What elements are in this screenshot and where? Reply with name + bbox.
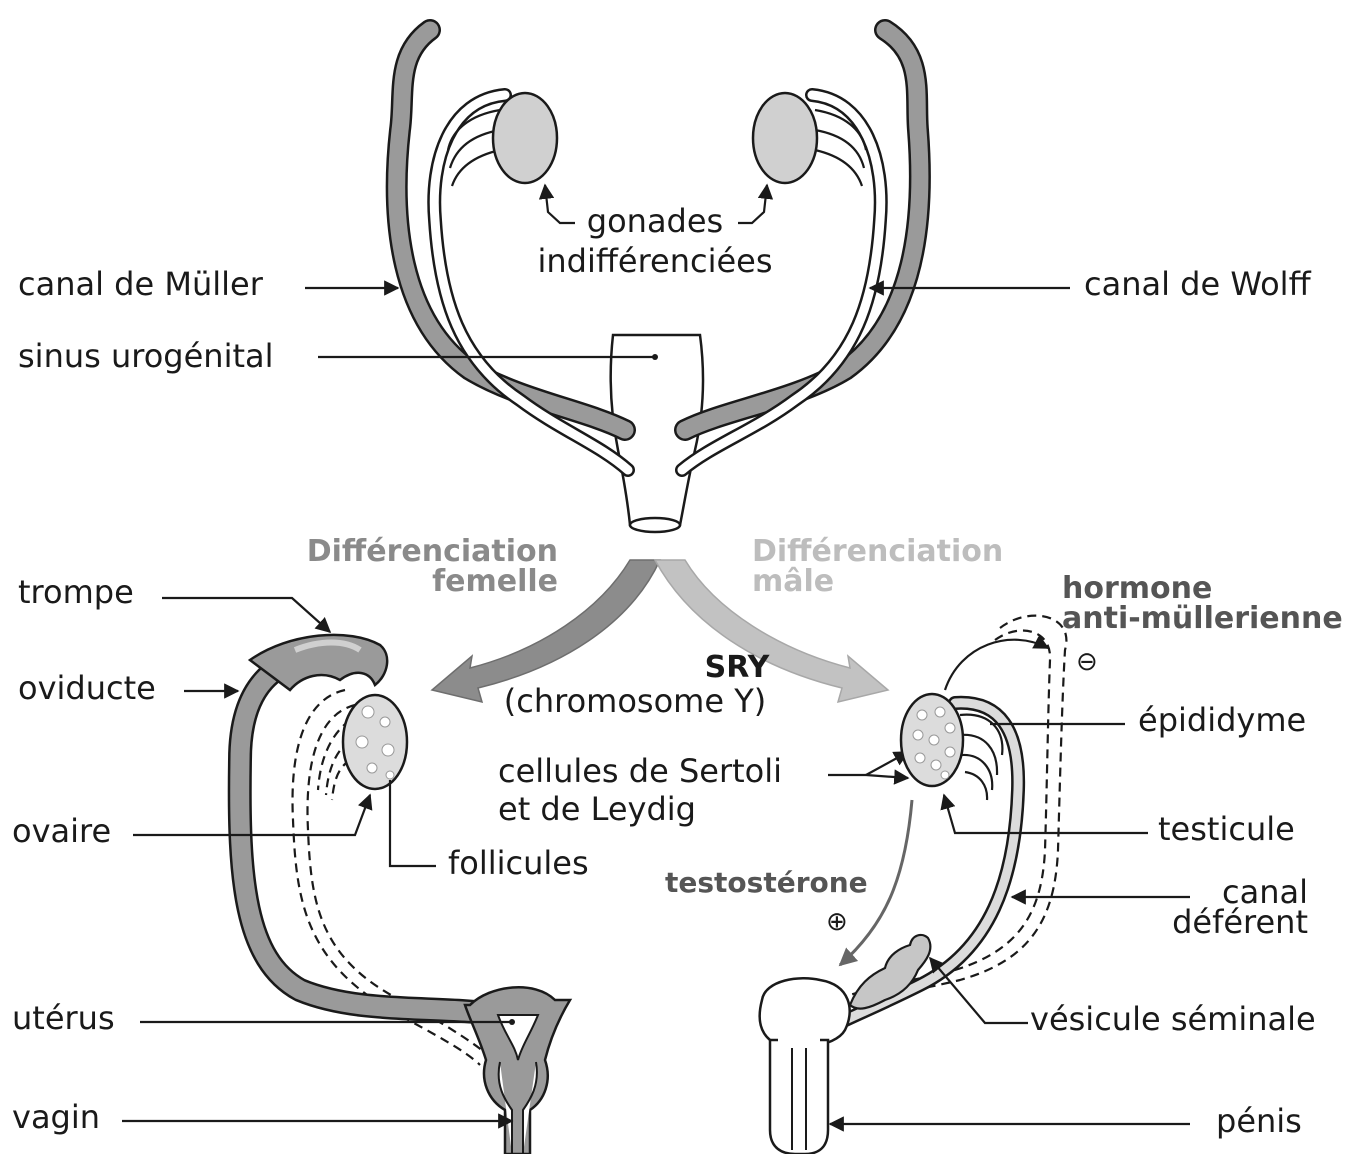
minus-sign-icon: ⊖ xyxy=(1076,647,1098,677)
trompe-leader xyxy=(162,598,330,632)
gonad-left xyxy=(493,93,557,183)
vesicule-label: vésicule séminale xyxy=(1030,1000,1316,1038)
epididyme xyxy=(960,715,1002,800)
plus-sign-icon: ⊕ xyxy=(826,907,848,937)
male-labels: hormone anti-müllerienne ⊖ épididyme tes… xyxy=(830,571,1343,1140)
canal-deferent-label-2: déférent xyxy=(1172,903,1308,941)
follicules-label: follicules xyxy=(448,844,589,882)
vessie xyxy=(760,978,850,1047)
gonad-right xyxy=(753,93,817,183)
sinus-label: sinus urogénital xyxy=(18,337,274,375)
ovaire-label: ovaire xyxy=(12,812,111,850)
muller-regressed-male xyxy=(850,616,1066,1005)
sinus-opening xyxy=(630,518,680,532)
hormone-label-2: anti-müllerienne xyxy=(1062,601,1343,636)
testosterone-label: testostérone xyxy=(665,866,868,899)
gonades-label-2: indifférenciées xyxy=(537,242,772,280)
amh-arrow xyxy=(945,640,1048,690)
sry-label: SRY xyxy=(705,650,771,685)
gonades-leader-left xyxy=(545,185,575,223)
penis-label: pénis xyxy=(1216,1102,1302,1140)
diff-femelle-2: femelle xyxy=(432,564,558,599)
chromosome-label: (chromosome Y) xyxy=(504,682,766,720)
ovaire xyxy=(343,695,407,789)
canal-wolff-label: canal de Wolff xyxy=(1084,265,1312,303)
gonades-leader-right xyxy=(738,185,767,223)
trompe-label: trompe xyxy=(18,573,134,611)
diff-male-2: mâle xyxy=(752,564,834,599)
epididyme-label: épididyme xyxy=(1138,701,1306,739)
testicule-label: testicule xyxy=(1158,810,1295,848)
vagin-label: vagin xyxy=(12,1098,100,1136)
cellules-label-2: et de Leydig xyxy=(498,790,696,828)
oviducte-label: oviducte xyxy=(18,669,156,707)
cellules-label-1: cellules de Sertoli xyxy=(498,752,782,790)
gonades-label-1: gonades xyxy=(587,202,723,240)
indifferent-stage: gonades indifférenciées canal de Müller … xyxy=(18,30,1312,532)
uterus-label: utérus xyxy=(12,999,115,1037)
follicules-leader xyxy=(390,780,436,866)
uterus xyxy=(465,987,570,1154)
vesicule-seminale xyxy=(850,935,930,1009)
penis xyxy=(770,1040,828,1154)
canal-muller-label: canal de Müller xyxy=(18,265,264,303)
